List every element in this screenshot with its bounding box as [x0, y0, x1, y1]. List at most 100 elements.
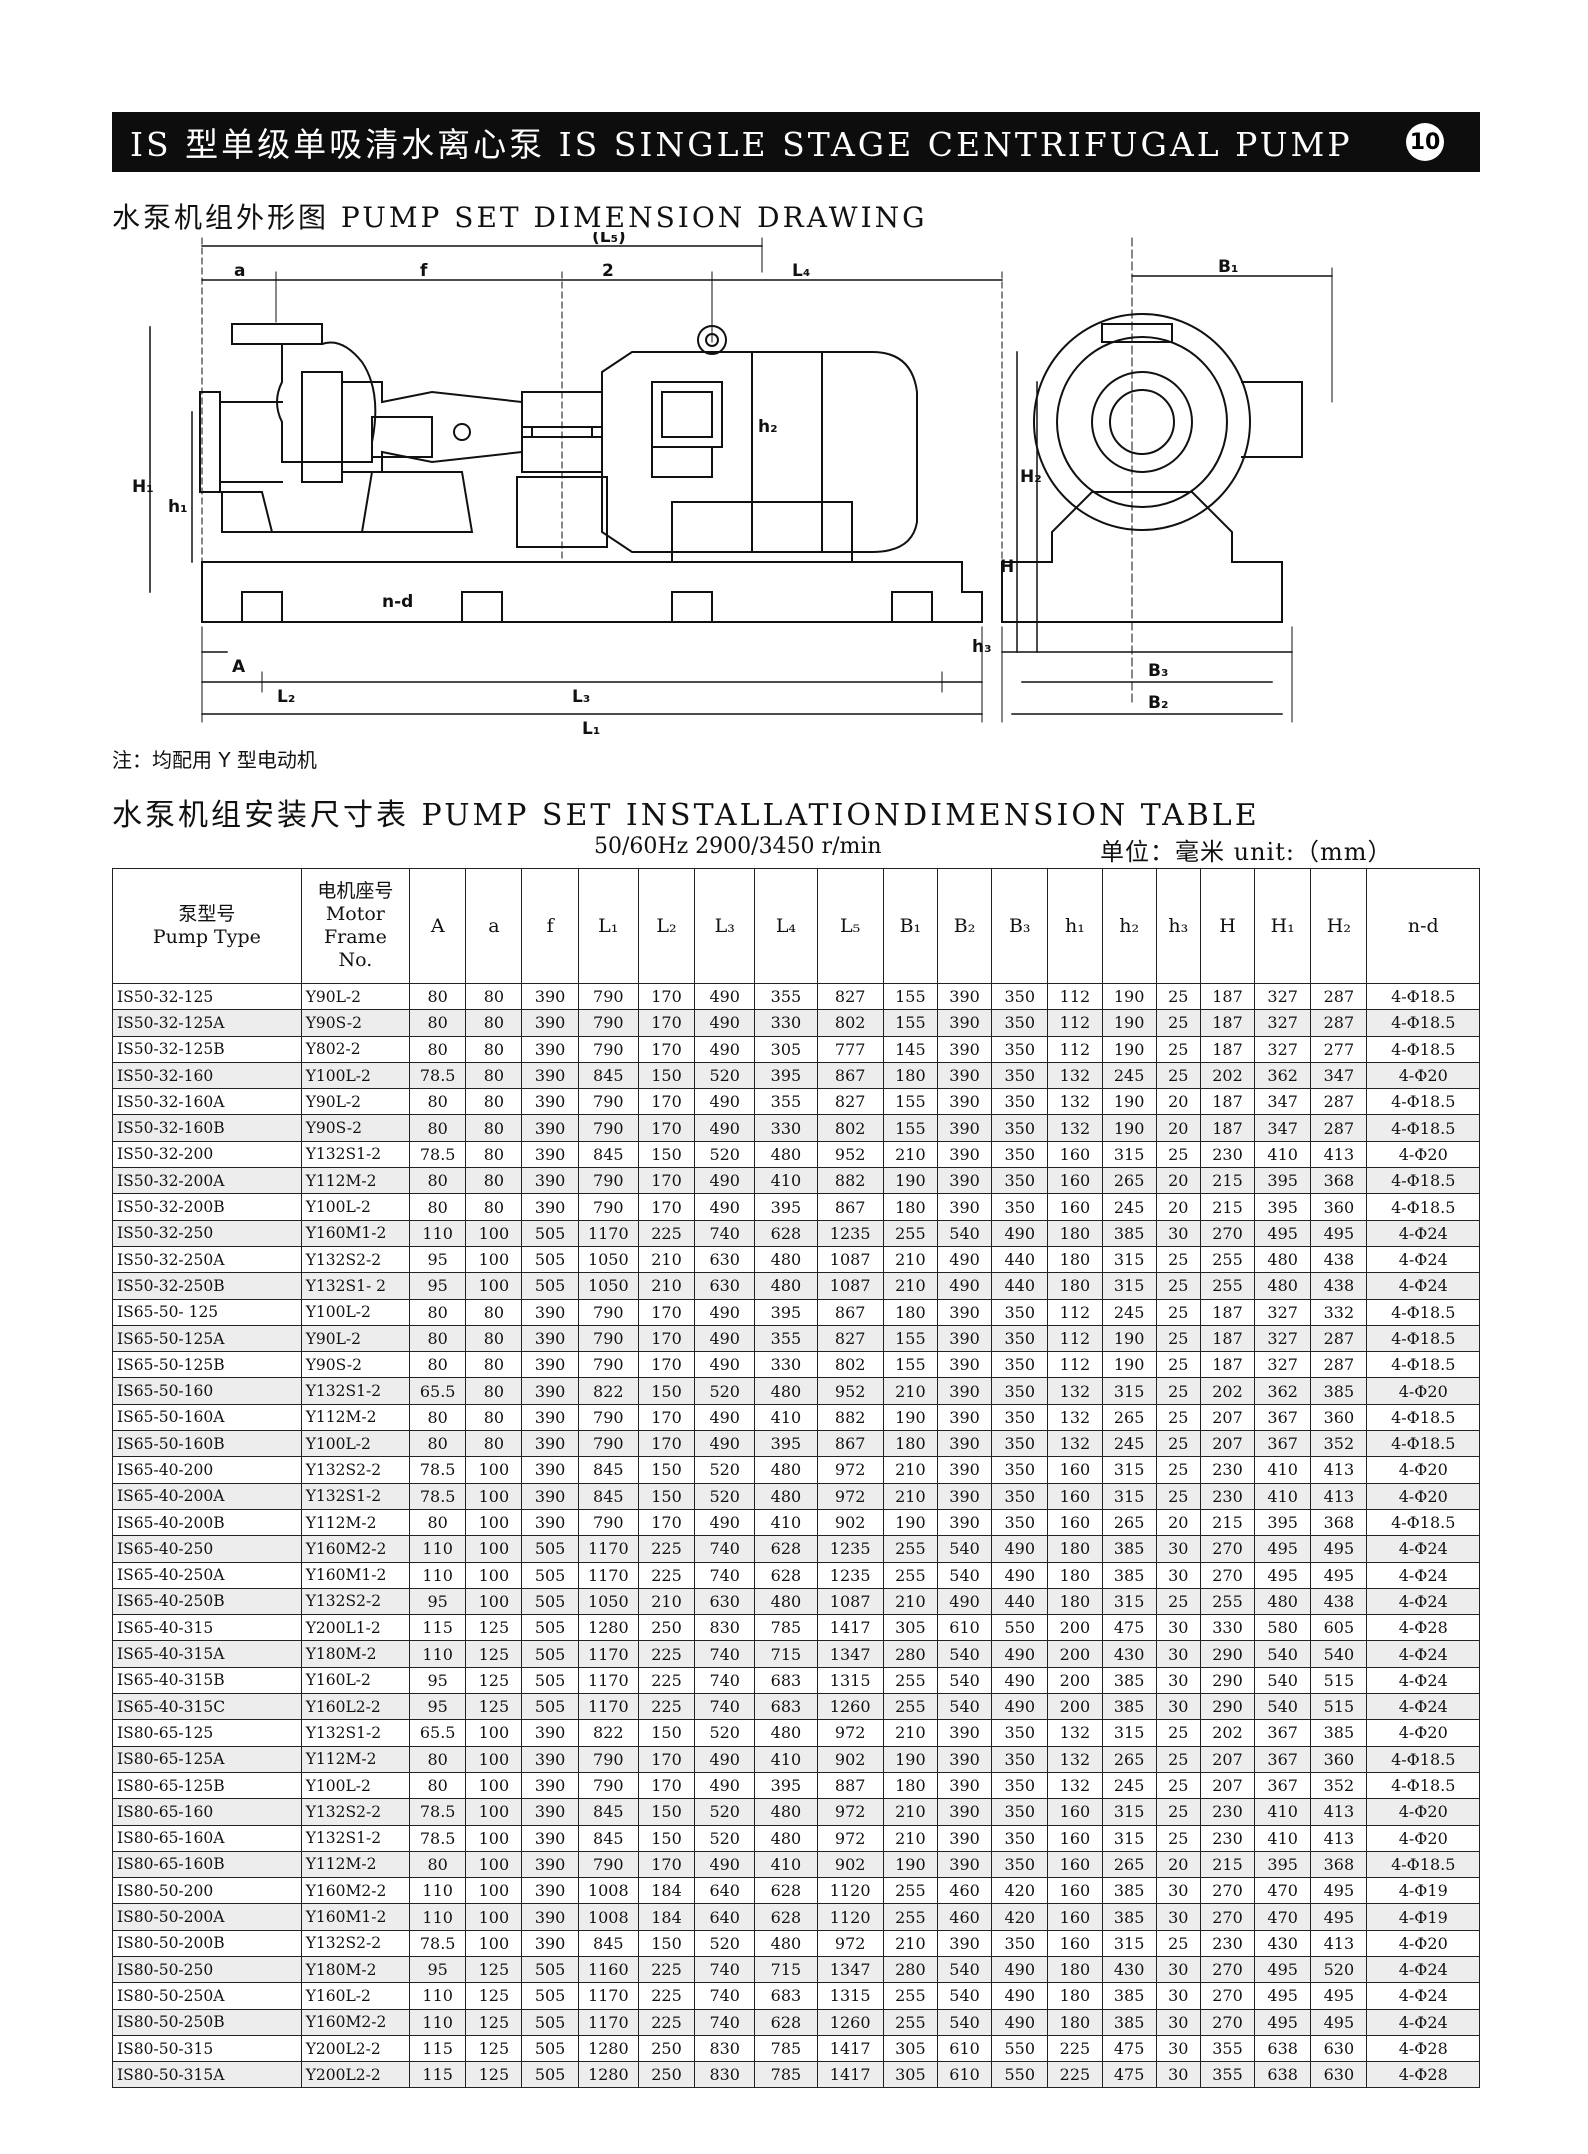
dimension-cell: 830 [694, 2061, 756, 2089]
dimension-cell: 610 [936, 2061, 993, 2089]
dimension-cell: 790 [577, 1771, 639, 1800]
pump-type-cell: IS50-32-250 [112, 1219, 302, 1247]
dimension-cell: 255 [1199, 1587, 1256, 1616]
dimension-cell: 255 [882, 1982, 938, 2010]
dimension-cell: 505 [521, 1535, 579, 1563]
dimension-cell: 100 [465, 1456, 523, 1484]
dimension-cell: 180 [1047, 1245, 1103, 1274]
dimension-cell: 145 [882, 1035, 938, 1063]
motor-frame-cell: Y132S1-2 [300, 1140, 411, 1169]
dimension-cell: 100 [465, 1929, 523, 1957]
dimension-cell: 170 [637, 1167, 696, 1195]
dimension-cell: 180 [1047, 1955, 1103, 1984]
dimension-cell: 368 [1310, 1167, 1368, 1195]
dimension-cell: 385 [1101, 1693, 1157, 1721]
dimension-cell: 540 [936, 1640, 993, 1668]
dimension-cell: 480 [754, 1245, 818, 1274]
motor-frame-cell: Y132S2-2 [300, 1245, 411, 1274]
col-H: H [1199, 868, 1256, 984]
dimension-cell: 315 [1101, 1456, 1157, 1484]
label-b2: B₂ [1148, 693, 1168, 713]
dimension-cell: 355 [1199, 2061, 1256, 2089]
dimension-cell: 630 [1310, 2061, 1368, 2089]
pump-type-cell: IS80-50-200B [112, 1929, 302, 1957]
dimension-cell: 287 [1310, 1114, 1368, 1142]
dimension-cell: 1170 [577, 1666, 639, 1695]
dimension-cell: 200 [1047, 1614, 1103, 1642]
dimension-cell: 438 [1310, 1245, 1368, 1274]
dimension-cell: 80 [409, 1114, 467, 1142]
dimension-cell: 845 [577, 1824, 639, 1852]
dimension-cell: 277 [1310, 1035, 1368, 1063]
dimension-cell: 4-Φ18.5 [1366, 1114, 1480, 1142]
motor-frame-cell: Y802-2 [300, 1035, 411, 1063]
pump-type-cell: IS65-50-160B [112, 1430, 302, 1458]
dimension-cell: 410 [754, 1745, 818, 1773]
dimension-cell: 413 [1310, 1456, 1368, 1484]
motor-frame-cell: Y112M-2 [300, 1167, 411, 1195]
motor-frame-cell: Y200L1-2 [300, 1614, 411, 1642]
dimension-cell: 390 [936, 1167, 993, 1195]
dimension-cell: 4-Φ18.5 [1366, 982, 1480, 1011]
dimension-cell: 845 [577, 1061, 639, 1090]
dimension-cell: 520 [694, 1798, 756, 1826]
pump-type-cell: IS80-65-125A [112, 1745, 302, 1773]
dimension-cell: 4-Φ20 [1366, 1929, 1480, 1957]
dimension-cell: 78.5 [409, 1061, 467, 1090]
dimension-cell: 385 [1101, 1877, 1157, 1905]
dimension-cell: 80 [409, 1088, 467, 1116]
dimension-cell: 78.5 [409, 1798, 467, 1826]
dimension-cell: 1170 [577, 1561, 639, 1589]
motor-frame-cell: Y160M1-2 [300, 1561, 411, 1589]
dimension-cell: 330 [754, 1351, 818, 1379]
dimension-cell: 170 [637, 1324, 696, 1353]
dimension-cell: 350 [991, 1719, 1049, 1747]
dimension-cell: 80 [465, 1351, 523, 1379]
dimension-cell: 470 [1254, 1903, 1312, 1931]
dimension-cell: 785 [754, 1614, 818, 1642]
dimension-cell: 390 [936, 1798, 993, 1826]
dimension-cell: 480 [1254, 1272, 1312, 1300]
dimension-cell: 25 [1155, 1035, 1201, 1063]
dimension-cell: 790 [577, 1088, 639, 1116]
dimension-cell: 410 [754, 1850, 818, 1879]
dimension-cell: 25 [1155, 982, 1201, 1011]
dimension-cell: 540 [1254, 1693, 1312, 1721]
dimension-cell: 420 [991, 1877, 1049, 1905]
dimension-cell: 210 [637, 1272, 696, 1300]
dimension-cell: 155 [882, 1324, 938, 1353]
motor-frame-cell: Y132S1-2 [300, 1824, 411, 1852]
dimension-cell: 187 [1199, 1114, 1256, 1142]
dimension-cell: 80 [409, 1035, 467, 1063]
dimension-cell: 78.5 [409, 1140, 467, 1169]
pump-type-cell: IS80-65-125 [112, 1719, 302, 1747]
dimension-cell: 150 [637, 1482, 696, 1510]
dimension-cell: 80 [409, 1430, 467, 1458]
dimension-cell: 902 [816, 1850, 884, 1879]
label-nd: n-d [382, 592, 413, 612]
dimension-cell: 777 [816, 1035, 884, 1063]
motor-frame-cell: Y112M-2 [300, 1403, 411, 1432]
pump-type-cell: IS50-32-160 [112, 1061, 302, 1090]
dimension-cell: 390 [936, 1114, 993, 1142]
dimension-cell: 350 [991, 1009, 1049, 1037]
dimension-cell: 100 [465, 1771, 523, 1800]
dimension-cell: 330 [754, 1114, 818, 1142]
dimension-cell: 4-Φ18.5 [1366, 1351, 1480, 1379]
dimension-cell: 255 [882, 2008, 938, 2036]
dimension-cell: 160 [1047, 1877, 1103, 1905]
col-L5: L₅ [816, 868, 884, 984]
dimension-cell: 80 [409, 1850, 467, 1879]
dimension-cell: 265 [1101, 1167, 1157, 1195]
dimension-cell: 287 [1310, 1324, 1368, 1353]
dimension-cell: 490 [991, 1561, 1049, 1589]
dimension-cell: 30 [1155, 1955, 1201, 1984]
col-H2: H₂ [1310, 868, 1368, 984]
dimension-cell: 4-Φ24 [1366, 1982, 1480, 2010]
dimension-cell: 315 [1101, 1798, 1157, 1826]
dimension-cell: 180 [1047, 1587, 1103, 1616]
dimension-cell: 225 [637, 1535, 696, 1563]
dimension-cell: 125 [465, 1982, 523, 2010]
